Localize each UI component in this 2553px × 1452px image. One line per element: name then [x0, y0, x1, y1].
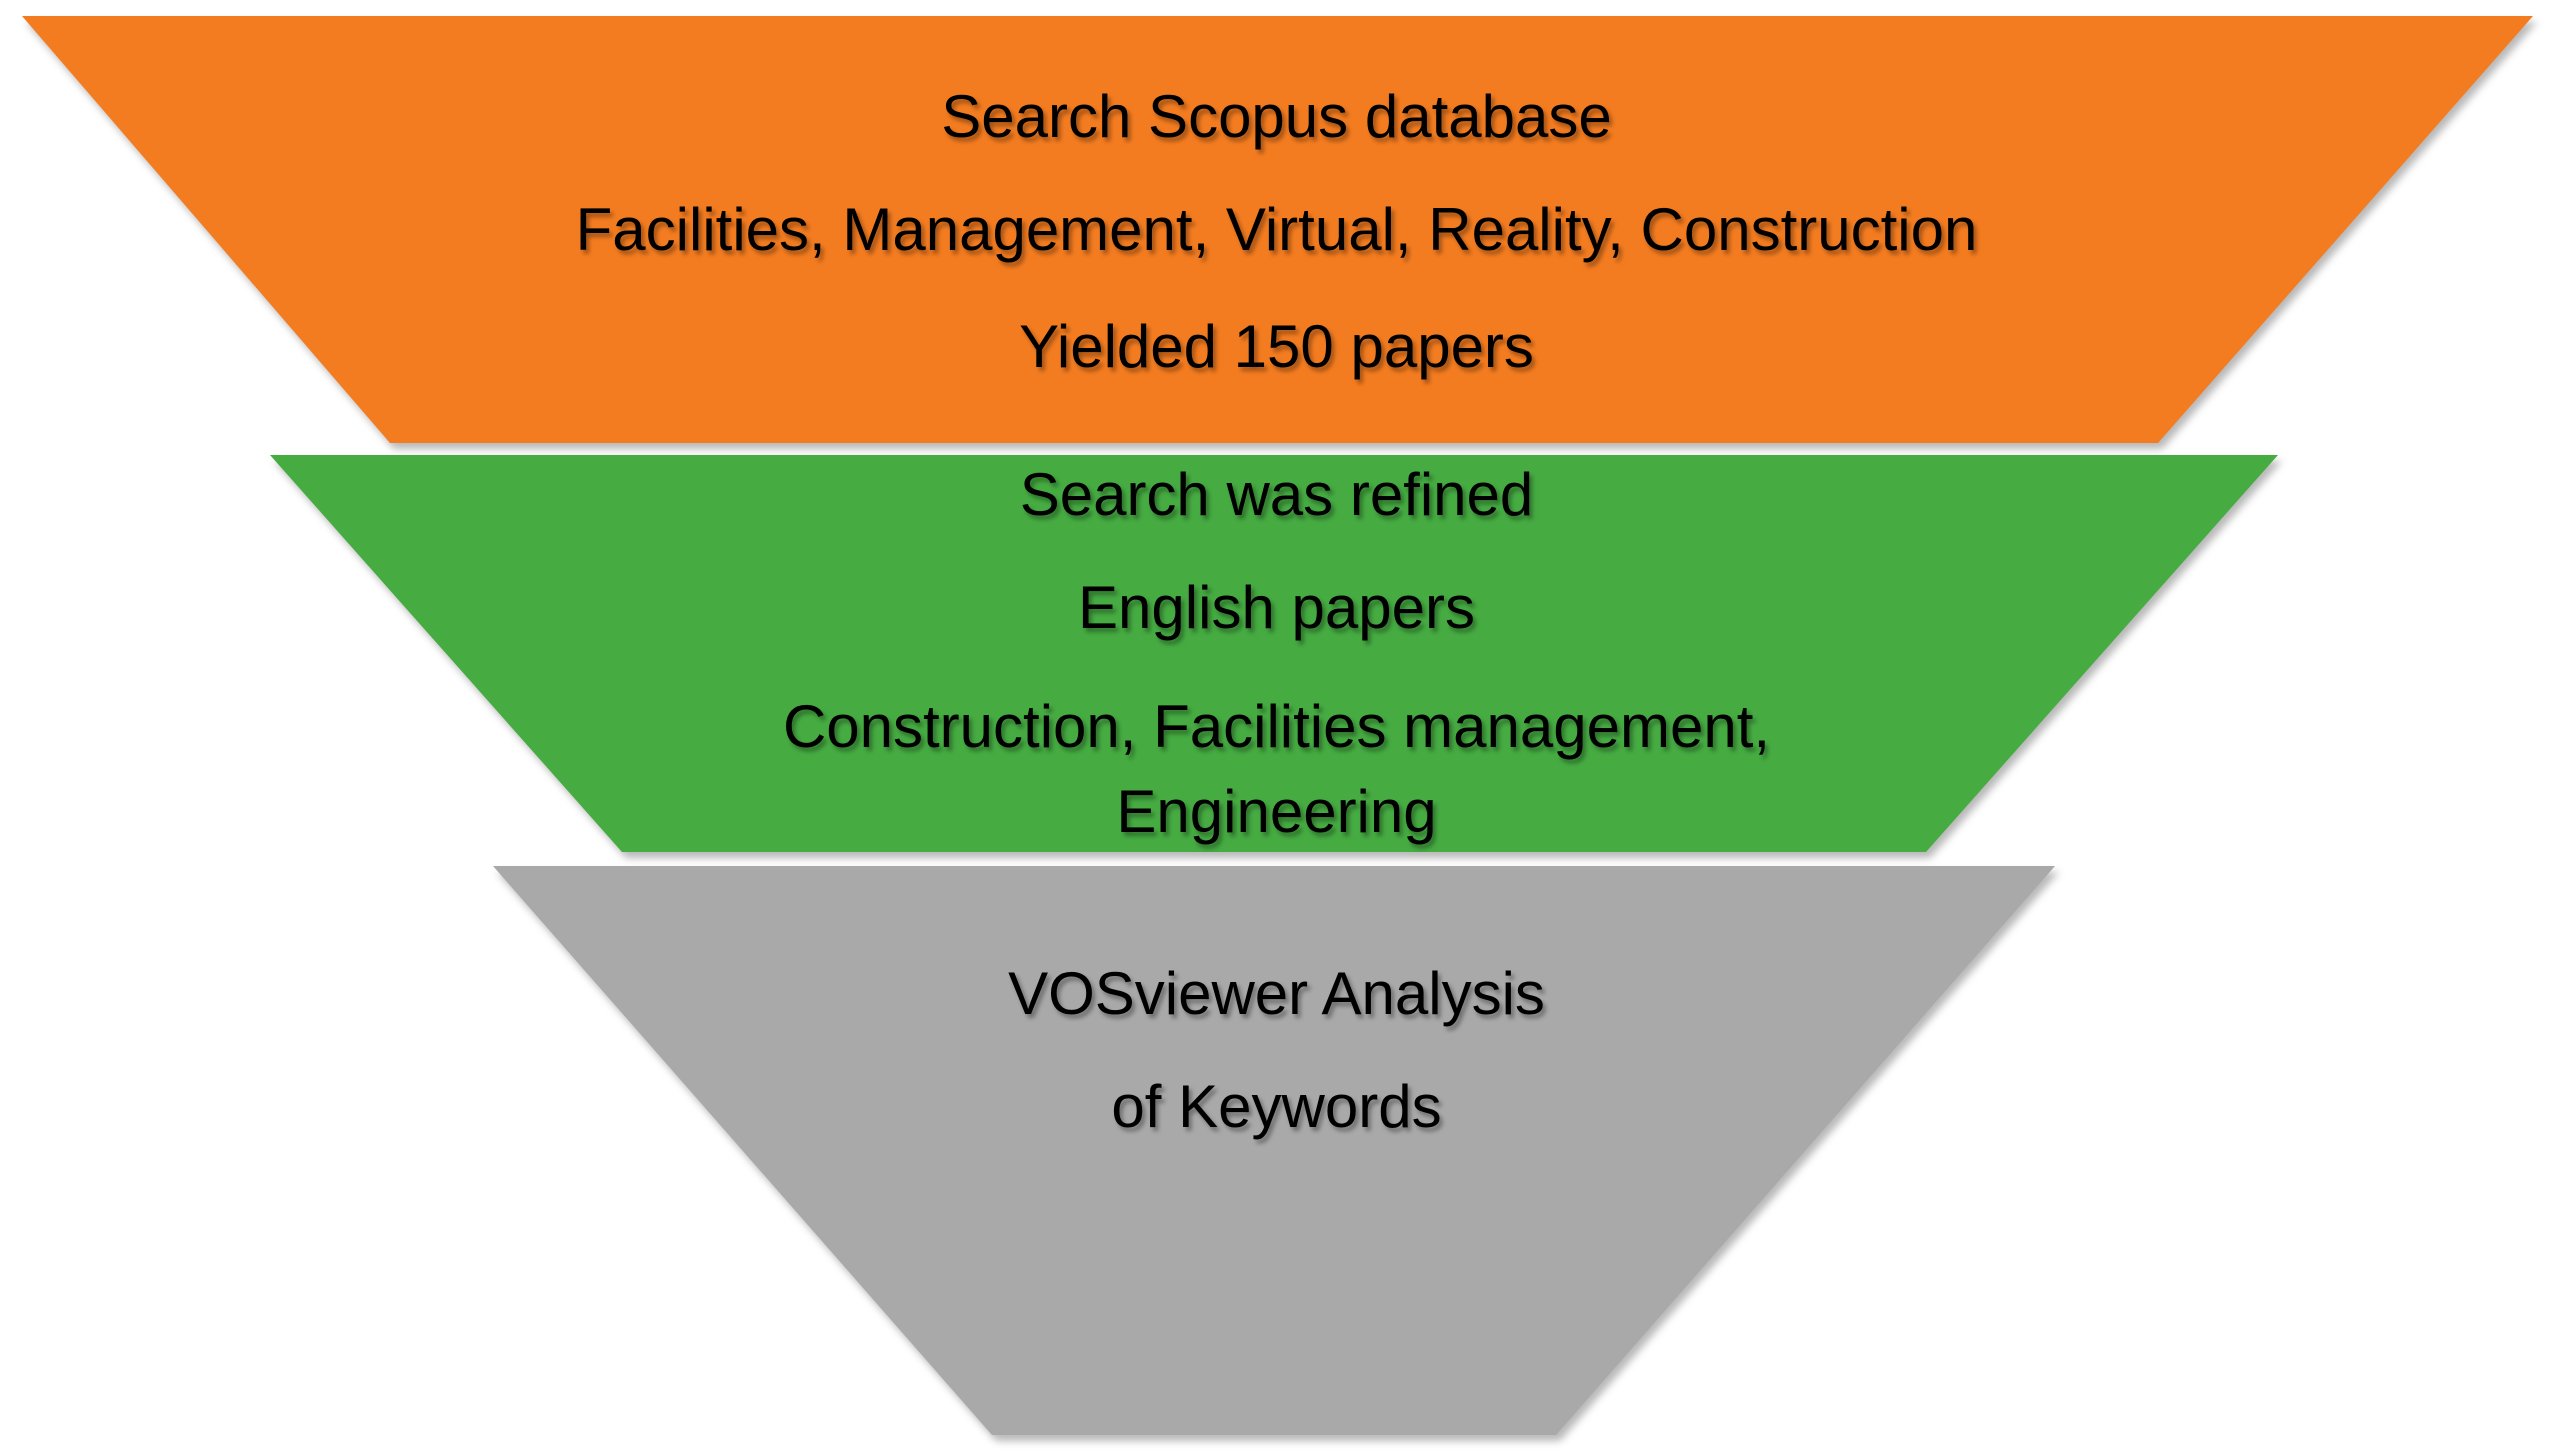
stage-2-filter-subjects-line-2: Engineering	[1116, 778, 1437, 845]
stage-1-title: Search Scopus database	[941, 83, 1612, 150]
stage-1-result: Yielded 150 papers	[1019, 313, 1534, 380]
stage-2-title: Search was refined	[1019, 461, 1534, 528]
stage-2-filter-subjects-line-1: Construction, Facilities management,	[782, 693, 1771, 760]
stage-1-keywords: Facilities, Management, Virtual, Reality…	[575, 196, 1978, 263]
stage-2-filter-language: English papers	[1078, 574, 1475, 641]
stage-3-title-line-1: VOSviewer Analysis	[1008, 960, 1545, 1027]
stage-3-title-line-2: of Keywords	[1111, 1073, 1442, 1140]
